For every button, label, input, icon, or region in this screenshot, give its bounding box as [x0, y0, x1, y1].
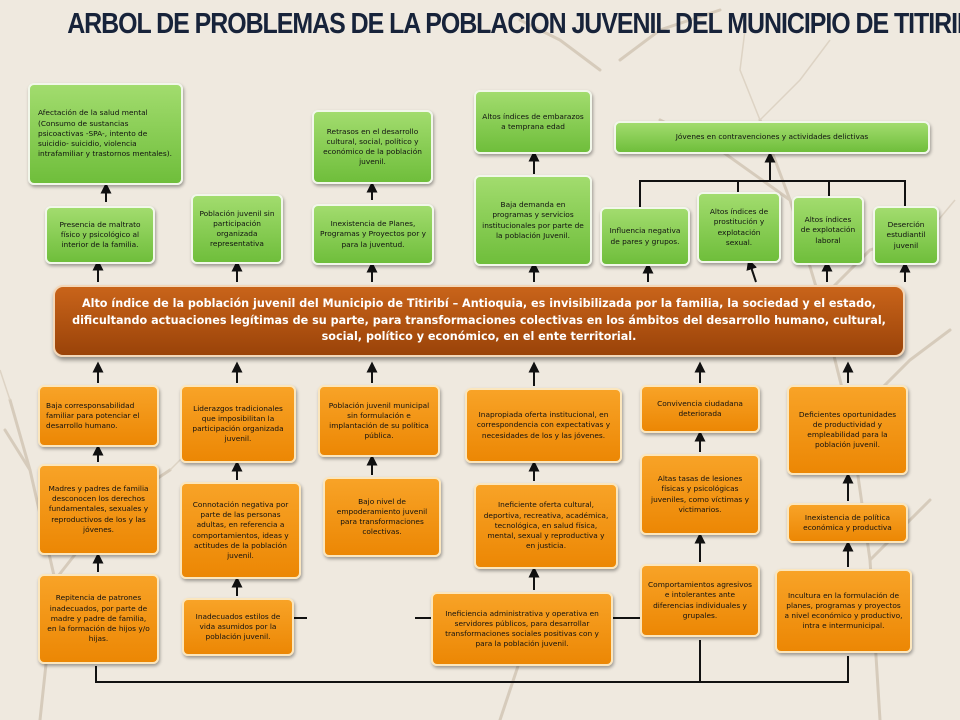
cause-oferta-ineficiente: Ineficiente oferta cultural, deportiva, …	[474, 483, 618, 569]
cause-comportamientos: Comportamientos agresivos e intolerantes…	[640, 564, 760, 637]
effect-prostitucion: Altos índices de prostitución y explotac…	[697, 192, 781, 263]
effect-sin-participacion: Población juvenil sin participación orga…	[191, 194, 283, 264]
cause-connotacion: Connotación negativa por parte de las pe…	[180, 482, 301, 579]
effect-embarazos: Altos índices de embarazos a temprana ed…	[474, 90, 592, 154]
cause-ineficiencia-administrativa: Ineficiencia administrativa y operativa …	[431, 592, 613, 666]
page-title: ARBOL DE PROBLEMAS DE LA POBLACION JUVEN…	[67, 8, 960, 40]
cause-estilos-vida: Inadecuados estilos de vida asumidos por…	[182, 598, 294, 656]
cause-oportunidades: Deficientes oportunidades de productivid…	[787, 385, 908, 475]
effect-influencia-pares: Influencia negativa de pares y grupos.	[600, 207, 690, 266]
cause-sin-formulacion: Población juvenil municipal sin formulac…	[318, 385, 440, 457]
cause-lesiones: Altas tasas de lesiones físicas y psicol…	[640, 454, 760, 535]
effect-maltrato: Presencia de maltrato físico y psicológi…	[45, 206, 155, 264]
effect-desercion: Deserción estudiantil juvenil	[873, 206, 939, 265]
effect-inexistencia-planes: Inexistencia de Planes, Programas y Proy…	[312, 204, 434, 265]
cause-desconocen-derechos: Madres y padres de familia desconocen lo…	[38, 464, 159, 555]
effect-explotacion-laboral: Altos índices de explotación laboral	[792, 196, 864, 265]
cause-empoderamiento: Bajo nivel de empoderamiento juvenil par…	[323, 477, 441, 557]
cause-convivencia: Convivencia ciudadana deteriorada	[640, 385, 760, 433]
cause-corresponsabilidad: Baja corresponsabilidad familiar para po…	[38, 385, 159, 447]
cause-repitencia: Repitencia de patrones inadecuados, por …	[38, 574, 159, 664]
cause-oferta-inapropiada: Inapropiada oferta institucional, en cor…	[465, 388, 622, 463]
effect-salud-mental: Afectación de la salud mental (Consumo d…	[28, 83, 183, 185]
effect-baja-demanda: Baja demanda en programas y servicios in…	[474, 175, 592, 266]
cause-incultura: Incultura en la formulación de planes, p…	[775, 569, 912, 653]
effect-contravenciones: Jóvenes en contravenciones y actividades…	[614, 121, 930, 154]
cause-politica-economica: Inexistencia de política económica y pro…	[787, 503, 908, 543]
cause-liderazgos: Liderazgos tradicionales que imposibilit…	[180, 385, 296, 463]
effect-retrasos-desarrollo: Retrasos en el desarrollo cultural, soci…	[312, 110, 433, 184]
central-problem: Alto índice de la población juvenil del …	[53, 285, 905, 357]
